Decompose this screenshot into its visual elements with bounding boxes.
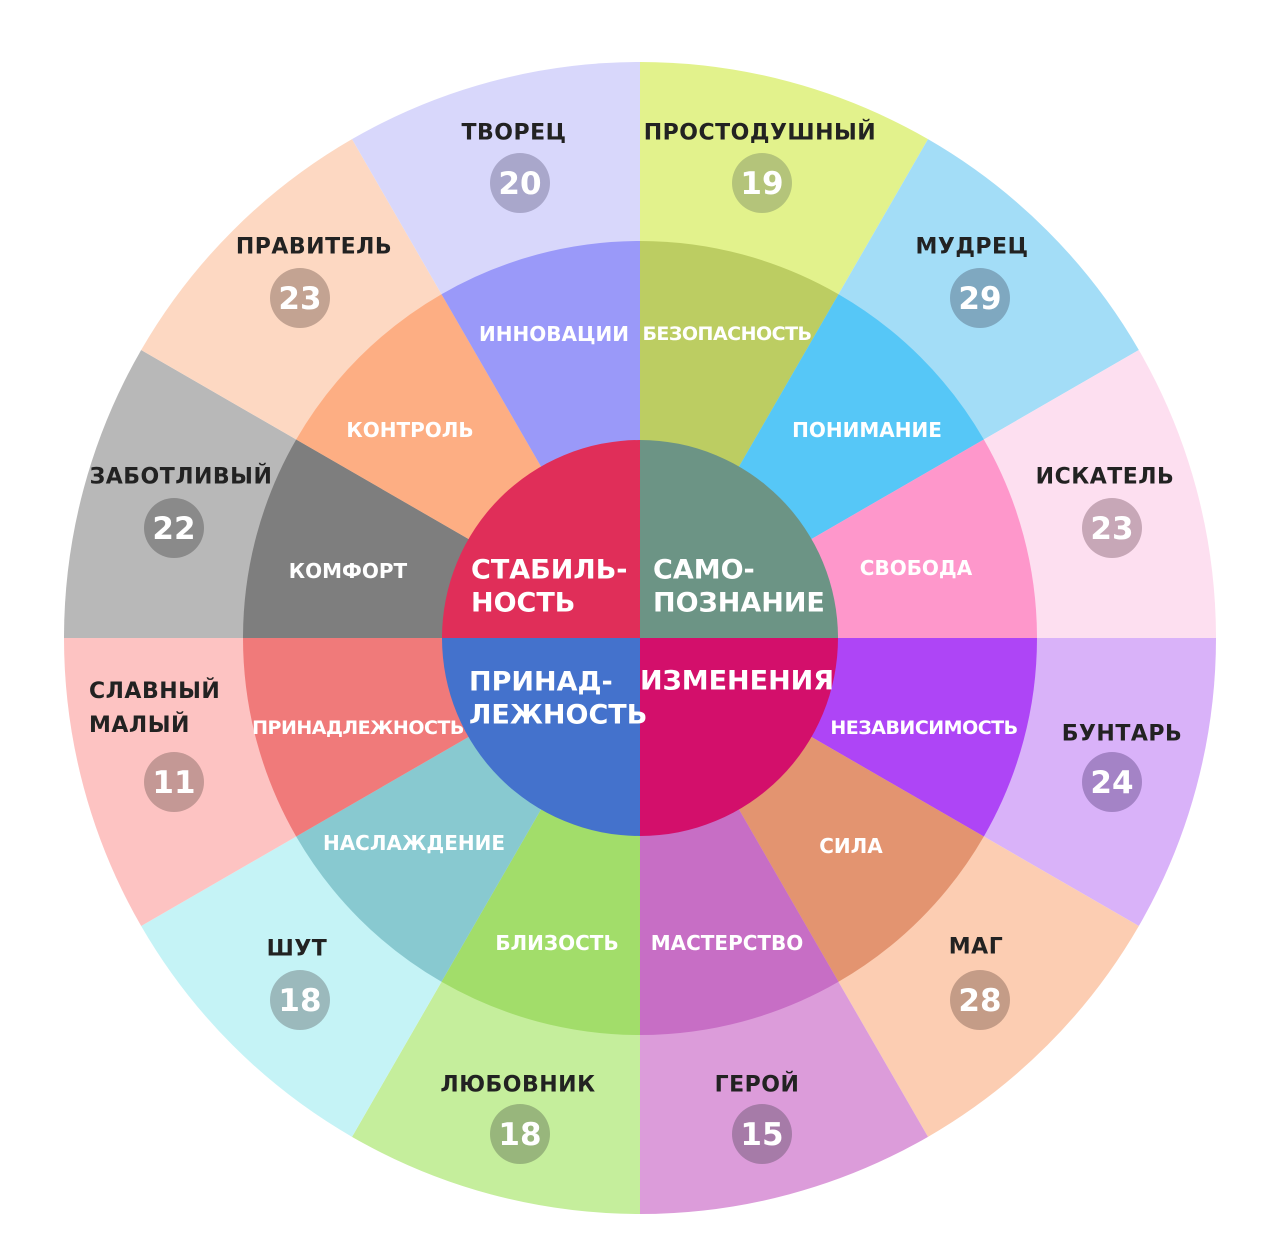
value-label: БЕЗОПАСНОСТЬ (642, 323, 811, 345)
archetype-score: 29 (958, 281, 1001, 317)
archetype-score: 22 (152, 511, 195, 547)
core-label: НОСТЬ (471, 588, 575, 619)
value-label: НАСЛАЖДЕНИЕ (323, 831, 505, 855)
value-label: ПРИНАДЛЕЖНОСТЬ (252, 717, 464, 739)
archetype-name: ЗАБОТЛИВЫЙ (90, 464, 273, 490)
core-quadrant (442, 638, 640, 836)
archetype-name: ГЕРОЙ (715, 1072, 800, 1098)
archetype-score: 15 (740, 1117, 783, 1153)
archetype-score: 23 (278, 281, 321, 317)
archetype-score: 24 (1090, 765, 1133, 801)
core-label: ЛЕЖНОСТЬ (469, 700, 647, 731)
core-circle (442, 440, 838, 836)
score-badge (950, 970, 1010, 1030)
archetype-score: 11 (152, 765, 195, 801)
score-badge (490, 1104, 550, 1164)
core-quadrant (640, 440, 838, 638)
archetype-name: МУДРЕЦ (915, 235, 1028, 260)
value-label: ПОНИМАНИЕ (792, 418, 942, 442)
score-badge (1082, 752, 1142, 812)
value-label: СВОБОДА (860, 556, 973, 580)
archetype-name: ЛЮБОВНИК (440, 1073, 595, 1098)
value-label: НЕЗАВИСИМОСТЬ (830, 717, 1017, 739)
archetype-name: МАЛЫЙ (89, 712, 190, 738)
score-badge (270, 268, 330, 328)
value-label: ИННОВАЦИИ (479, 322, 629, 346)
score-badge (950, 268, 1010, 328)
core-quadrant (442, 440, 640, 638)
score-badge (270, 970, 330, 1030)
core-quadrant (640, 638, 838, 836)
archetype-name: ШУТ (267, 937, 328, 962)
archetype-name: ИСКАТЕЛЬ (1036, 465, 1175, 490)
archetype-score: 23 (1090, 511, 1133, 547)
core-label: ИЗМЕНЕНИЯ (640, 666, 834, 697)
archetype-name: ТВОРЕЦ (461, 121, 566, 146)
archetype-name: ПРАВИТЕЛЬ (236, 235, 392, 260)
score-badge (490, 153, 550, 213)
value-label: КОНТРОЛЬ (346, 418, 473, 442)
value-label: БЛИЗОСТЬ (495, 931, 618, 955)
core-label: ПРИНАД- (469, 667, 613, 698)
score-badge (732, 153, 792, 213)
core-label: САМО- (653, 555, 755, 586)
value-label: МАСТЕРСТВО (651, 931, 804, 955)
archetype-score: 18 (498, 1117, 541, 1153)
value-label: КОМФОРТ (289, 559, 408, 583)
score-badge (144, 752, 204, 812)
core-label: ПОЗНАНИЕ (653, 588, 825, 619)
archetype-score: 28 (958, 983, 1001, 1019)
archetype-score: 18 (278, 983, 321, 1019)
core-label: СТАБИЛЬ- (471, 555, 628, 586)
archetype-score: 19 (740, 166, 783, 202)
archetype-score: 20 (498, 166, 541, 202)
value-label: СИЛА (819, 834, 883, 858)
score-badge (732, 1104, 792, 1164)
archetype-name: ПРОСТОДУШНЫЙ (644, 120, 876, 146)
score-badge (144, 498, 204, 558)
archetype-name: БУНТАРЬ (1062, 722, 1183, 747)
score-badge (1082, 498, 1142, 558)
archetype-name: МАГ (949, 935, 1003, 960)
archetype-name: СЛАВНЫЙ (89, 678, 220, 704)
